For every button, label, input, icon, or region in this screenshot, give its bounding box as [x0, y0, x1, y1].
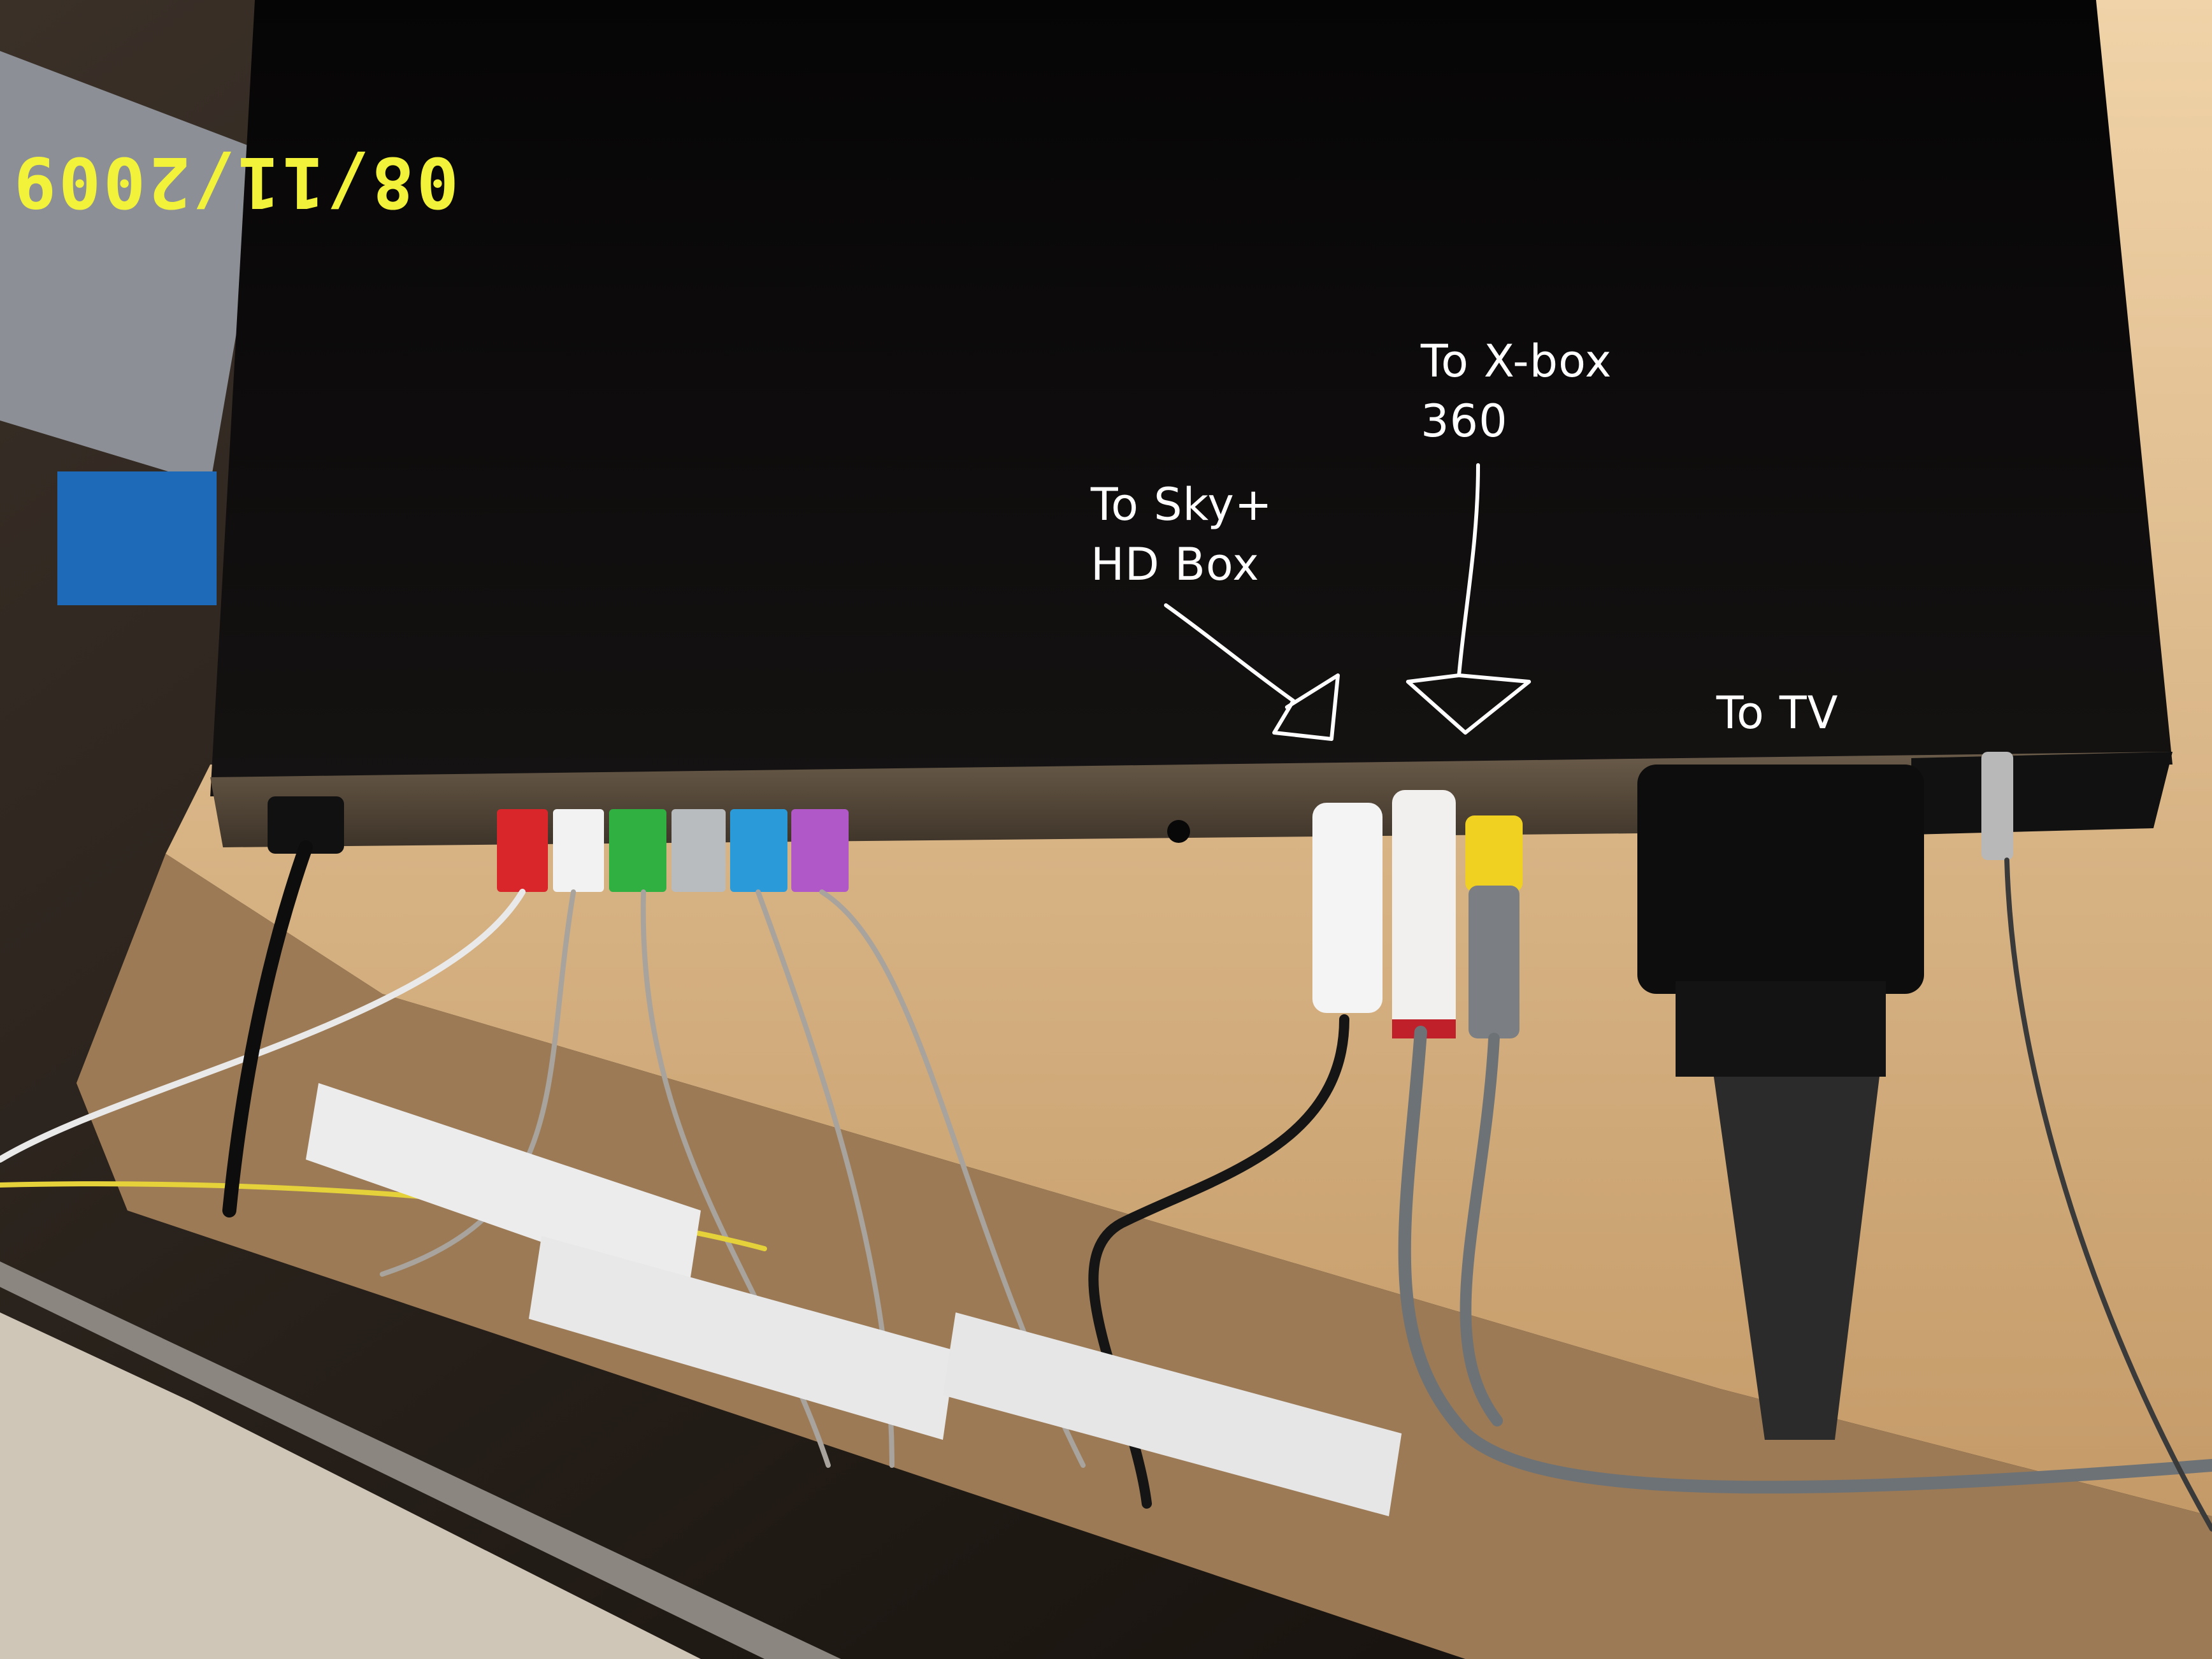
rca-white-plug-xbox	[1392, 790, 1456, 1032]
aerial-connector	[1981, 752, 2013, 860]
component-green-connector	[609, 809, 666, 892]
component-grey-connector	[672, 809, 726, 892]
component-red-connector	[497, 809, 548, 892]
component-blue-connector	[730, 809, 787, 892]
pc-case	[0, 51, 268, 484]
av-switch-body	[210, 0, 2172, 796]
date-stamp: 08/11/2009	[11, 141, 459, 223]
grey-cable-1	[380, 889, 576, 1277]
white-cable-1	[0, 889, 526, 1163]
shelf-front-edge	[76, 854, 2212, 1659]
rca-grey-housing	[1469, 886, 1519, 1038]
power-strip-1	[306, 1083, 701, 1293]
rca-plugs	[1312, 790, 1523, 1038]
component-white-connector	[553, 809, 604, 892]
rca-yellow-plug	[1465, 815, 1523, 892]
scart-ribbon-cable	[1714, 1077, 1879, 1440]
power-cable	[222, 840, 313, 1217]
xbox-cable-2	[1460, 1033, 1503, 1426]
component-connectors	[497, 809, 849, 892]
small-port	[1167, 820, 1190, 843]
carpet	[0, 1312, 701, 1659]
wooden-shelf	[166, 0, 2212, 1516]
annotation-to-tv: To TV	[1716, 687, 1839, 739]
scart-connector	[1637, 765, 1924, 994]
annotation-arrows	[1164, 463, 1531, 741]
annotation-xbox-360: To X-box 360	[1421, 335, 1612, 447]
component-purple-connector	[791, 809, 849, 892]
av-switch-panel-right	[1911, 752, 2172, 835]
xbox-cable	[1398, 1026, 2212, 1494]
arrow-to-xbox-input	[1406, 463, 1531, 735]
annotation-sky-hd-box: To Sky+ HD Box	[1091, 478, 1273, 591]
arrow-to-sky-input	[1164, 603, 1340, 741]
power-connector	[268, 796, 344, 854]
aerial-cable	[2004, 858, 2212, 1532]
rca-white-plug-sky	[1312, 803, 1382, 1013]
power-strips	[306, 1083, 1402, 1516]
cable-bundle	[0, 840, 2212, 1532]
power-strip-2	[529, 1236, 956, 1440]
pc-box-blue-label	[57, 471, 217, 605]
skirting-board	[0, 1261, 841, 1659]
power-strip-3	[943, 1312, 1402, 1516]
scart-plug-body	[1676, 981, 1886, 1077]
